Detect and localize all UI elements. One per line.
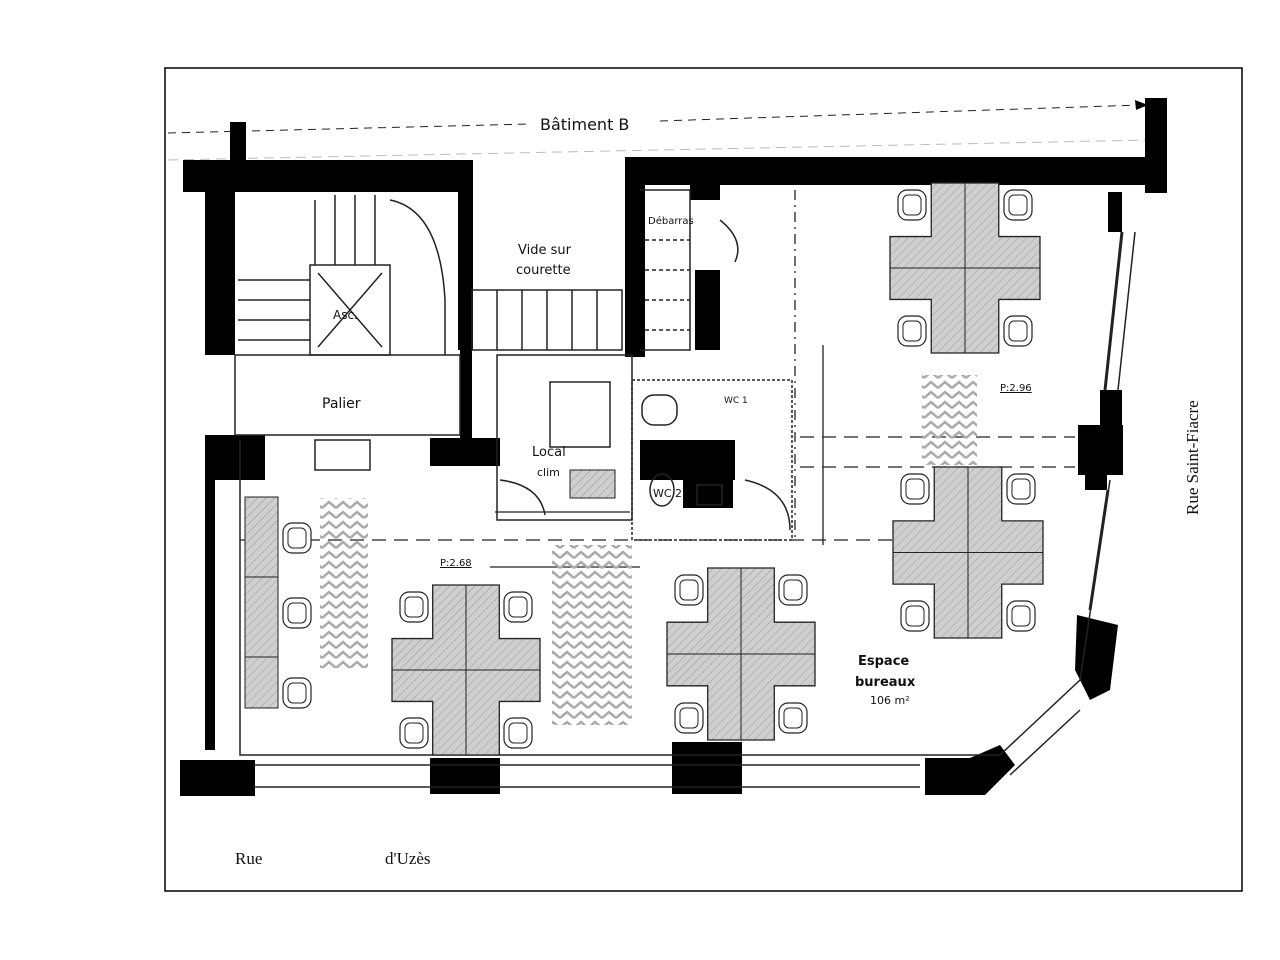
office-chair xyxy=(1006,473,1036,505)
ceiling-height-right: P:2.96 xyxy=(1000,383,1032,394)
room-label-void-2: courette xyxy=(516,263,571,278)
building-label: Bâtiment B xyxy=(540,115,629,134)
ceiling-height-left: P:2.68 xyxy=(440,558,472,569)
chairs xyxy=(282,189,1036,749)
side-desk xyxy=(244,496,279,709)
desks xyxy=(244,182,1044,756)
building-b-dimension xyxy=(167,100,1151,161)
room-label-void-1: Vide sur xyxy=(518,243,572,258)
office-chair xyxy=(900,473,930,505)
office-chair xyxy=(282,522,312,554)
plan-frame xyxy=(164,67,1243,892)
office-chair xyxy=(897,315,927,347)
room-label-hvac-1: Local xyxy=(532,445,566,460)
room-label-storage: Débarras xyxy=(648,215,694,227)
desk-cluster xyxy=(889,182,1041,354)
street-label-rue: Rue xyxy=(235,849,262,868)
room-label-hvac-2: clim xyxy=(537,466,560,479)
office-area: 106 m² xyxy=(870,694,910,707)
office-chair xyxy=(503,717,533,749)
office-chair xyxy=(1003,315,1033,347)
office-chair xyxy=(503,591,533,623)
office-chair xyxy=(778,702,808,734)
office-chair xyxy=(399,717,429,749)
room-label-office-1: Espace xyxy=(858,654,909,669)
office-chair xyxy=(674,574,704,606)
office-chair xyxy=(778,574,808,606)
office-chair xyxy=(900,600,930,632)
office-chair xyxy=(1006,600,1036,632)
street-label-saint-fiacre: Rue Saint-Fiacre xyxy=(1183,400,1202,515)
office-chair xyxy=(1003,189,1033,221)
room-label-wc2: WC 2 xyxy=(653,487,682,500)
room-label-office-2: bureaux xyxy=(855,675,916,690)
office-chair xyxy=(674,702,704,734)
office-chair xyxy=(897,189,927,221)
room-label-elevator: Asc. xyxy=(333,308,358,322)
hvac-unit xyxy=(569,469,616,499)
walls xyxy=(180,98,1167,796)
desk-cluster xyxy=(892,466,1044,639)
room-label-landing: Palier xyxy=(322,396,361,412)
street-label-uzes: d'Uzès xyxy=(385,849,431,868)
room-label-wc1: WC 1 xyxy=(724,396,748,406)
desk-cluster xyxy=(391,584,541,756)
interior-lines xyxy=(234,189,1136,788)
desk-cluster xyxy=(666,567,816,741)
office-chair xyxy=(399,591,429,623)
office-chair xyxy=(282,597,312,629)
circulation-zones xyxy=(320,375,977,725)
office-chair xyxy=(282,677,312,709)
